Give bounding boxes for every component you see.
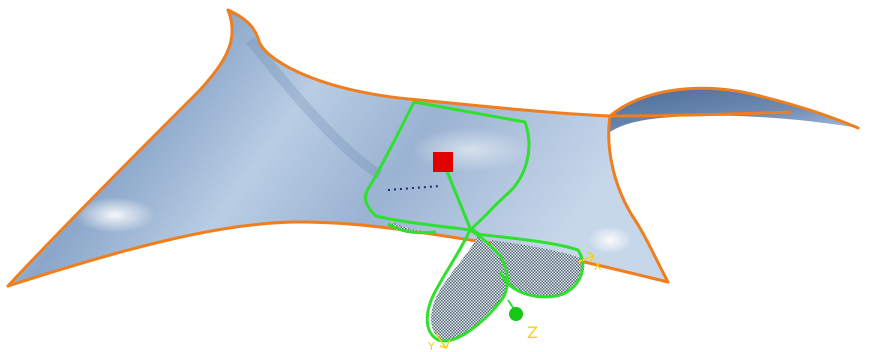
x-axis-label: X xyxy=(594,260,602,273)
surface-highlight-left xyxy=(75,197,155,233)
z-axis-label: Z xyxy=(527,323,538,342)
y-axis-indicator xyxy=(435,333,451,349)
z-axis-point[interactable] xyxy=(509,307,523,321)
hatched-patch-right xyxy=(490,240,583,297)
manipulator-upper-loop xyxy=(363,100,531,232)
boundary-top xyxy=(226,8,612,118)
boundary-right xyxy=(607,114,670,284)
dotted-curve xyxy=(387,185,441,191)
y-axis-label: Y xyxy=(427,340,435,352)
surface-highlight-center xyxy=(410,128,530,172)
boundary-left xyxy=(6,8,234,288)
surface-back-wing xyxy=(610,88,858,132)
manipulator-lower-right xyxy=(475,232,585,299)
hatched-patch-lower xyxy=(431,236,509,341)
manipulator-bottom-edge xyxy=(387,222,437,235)
manipulator[interactable] xyxy=(363,100,585,343)
axis-indicators xyxy=(435,251,596,349)
boundary-right-wing xyxy=(608,86,860,130)
freeform-surface[interactable] xyxy=(8,10,668,286)
x-axis-indicator xyxy=(577,251,596,263)
surface-highlight-right xyxy=(588,226,632,254)
surface-boundary xyxy=(6,8,860,288)
manipulator-lower-left xyxy=(425,228,509,343)
surface-crease xyxy=(246,36,383,180)
red-square-handle[interactable] xyxy=(433,152,453,172)
boundary-wing-lower xyxy=(608,110,792,118)
